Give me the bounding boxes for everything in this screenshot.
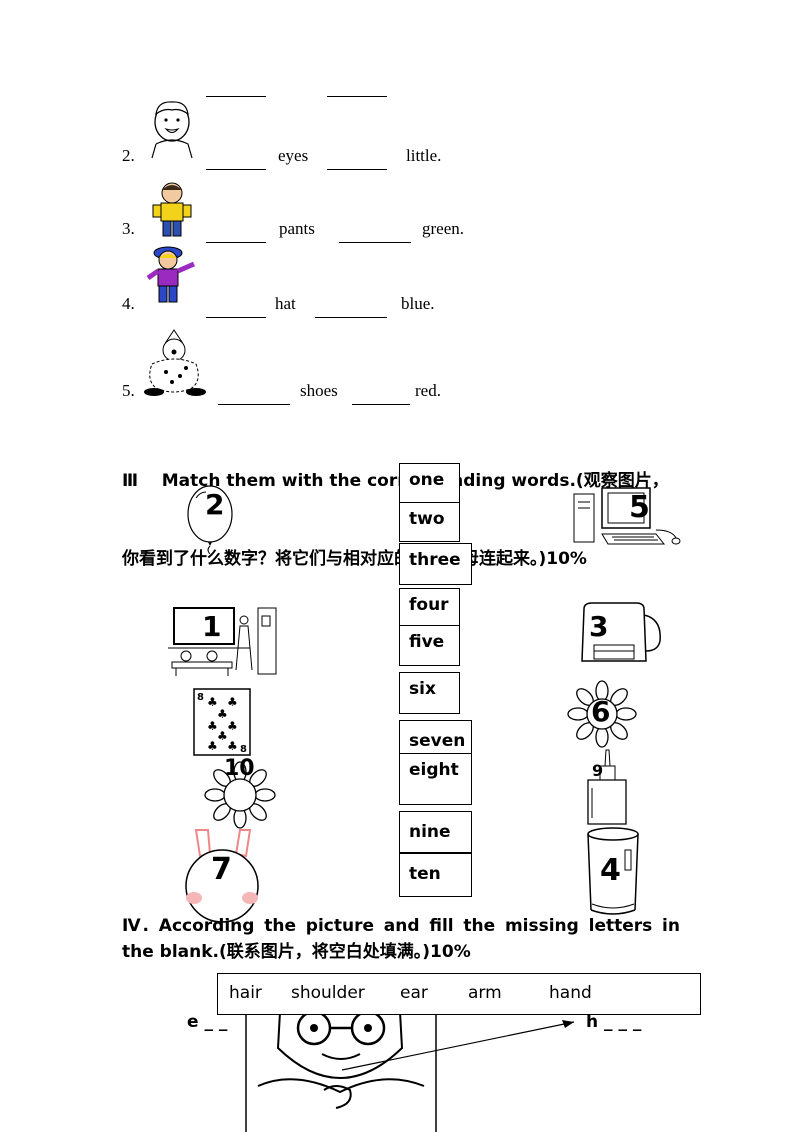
- word-label: two: [409, 509, 445, 529]
- answer-blank[interactable]: [206, 169, 266, 170]
- svg-text:♣: ♣: [227, 695, 238, 709]
- picture-number: 3: [589, 610, 609, 643]
- word-box-six[interactable]: six: [399, 672, 460, 714]
- svg-text:♣: ♣: [207, 719, 218, 733]
- svg-text:♣: ♣: [207, 739, 218, 753]
- word-bank-item: hair: [229, 983, 262, 1003]
- playing-card-icon[interactable]: 8 8 ♣♣ ♣ ♣♣ ♣ ♣♣: [193, 688, 253, 756]
- clown-icon: [144, 329, 206, 396]
- word-box-ten[interactable]: ten: [399, 853, 472, 897]
- answer-blank[interactable]: [352, 404, 410, 405]
- svg-text:8: 8: [197, 692, 204, 703]
- picture-number: 7: [211, 852, 232, 887]
- answer-blank[interactable]: [218, 404, 290, 405]
- row-word: eyes: [278, 146, 309, 165]
- word-box-four[interactable]: four: [399, 588, 460, 626]
- answer-blank[interactable]: [206, 96, 266, 97]
- word-box-nine[interactable]: nine: [399, 811, 472, 853]
- glue-bottle-icon[interactable]: [582, 748, 632, 828]
- row-number: 3.: [122, 219, 135, 238]
- word-bank-item: shoulder: [291, 983, 365, 1003]
- answer-blank[interactable]: [206, 317, 266, 318]
- heading-line: Ⅳ. According the picture and fill the mi…: [122, 916, 680, 936]
- picture-number: 6: [591, 695, 611, 728]
- picture-number: 10: [224, 756, 255, 781]
- computer-icon[interactable]: [572, 486, 684, 548]
- heading-line: the blank.(联系图片，将空白处填满。)10%: [122, 942, 471, 962]
- picture-number: 4: [600, 853, 621, 888]
- answer-blank[interactable]: [339, 242, 411, 243]
- backpack-icon[interactable]: [578, 601, 664, 667]
- svg-text:♣: ♣: [207, 695, 218, 709]
- word-label: seven: [409, 731, 466, 751]
- glass-icon[interactable]: [585, 826, 641, 920]
- word-box-five[interactable]: five: [399, 625, 460, 666]
- word-bank-item: arm: [468, 983, 502, 1003]
- answer-blank[interactable]: [327, 169, 387, 170]
- boy-purple-shirt-icon: [146, 246, 196, 303]
- row-ending: red.: [415, 381, 441, 400]
- rabbit-icon[interactable]: [178, 828, 262, 923]
- label-hand[interactable]: h _ _ _: [586, 1012, 642, 1032]
- label-ear[interactable]: e _ _: [187, 1012, 228, 1032]
- word-bank-box: hair shoulder ear arm hand: [217, 973, 701, 1015]
- word-label: three: [409, 550, 461, 570]
- row-ending: blue.: [401, 294, 435, 313]
- row-word: shoes: [300, 381, 338, 400]
- classroom-icon[interactable]: [168, 604, 280, 678]
- row-ending: green.: [422, 219, 465, 238]
- row-ending: little.: [406, 146, 442, 165]
- word-label: six: [409, 679, 436, 699]
- row-word: hat: [275, 294, 296, 313]
- row-number: 2.: [122, 146, 135, 165]
- word-box-eight[interactable]: eight: [399, 753, 472, 805]
- word-label: five: [409, 632, 445, 652]
- boy-with-glasses-icon: [245, 1004, 437, 1132]
- boy-face-icon: [151, 101, 193, 159]
- row-word: pants: [279, 219, 315, 238]
- word-label: four: [409, 595, 449, 615]
- picture-number: 2: [205, 488, 225, 521]
- flower-icon[interactable]: [204, 761, 276, 829]
- word-label: nine: [409, 822, 451, 842]
- word-box-two[interactable]: two: [399, 502, 460, 542]
- flower-icon[interactable]: [567, 680, 637, 748]
- row-number: 5.: [122, 381, 135, 400]
- boy-yellow-shirt-icon: [152, 182, 192, 237]
- answer-blank[interactable]: [327, 96, 387, 97]
- svg-text:♣: ♣: [227, 739, 238, 753]
- svg-text:8: 8: [240, 744, 247, 755]
- word-label: eight: [409, 760, 459, 780]
- word-label: ten: [409, 864, 441, 884]
- answer-blank[interactable]: [315, 317, 387, 318]
- picture-number: 9: [592, 761, 604, 780]
- word-box-three[interactable]: three: [399, 543, 472, 585]
- row-number: 4.: [122, 294, 135, 313]
- svg-text:♣: ♣: [227, 719, 238, 733]
- svg-text:♣: ♣: [217, 729, 228, 743]
- word-label: one: [409, 470, 445, 490]
- picture-number: 5: [629, 490, 650, 525]
- answer-blank[interactable]: [206, 242, 266, 243]
- picture-number: 1: [202, 610, 222, 643]
- word-bank-item: ear: [400, 983, 428, 1003]
- section-4-heading: Ⅳ. According the picture and fill the mi…: [122, 913, 680, 965]
- balloon-icon[interactable]: [184, 484, 240, 556]
- svg-text:♣: ♣: [217, 707, 228, 721]
- word-bank-item: hand: [549, 983, 592, 1003]
